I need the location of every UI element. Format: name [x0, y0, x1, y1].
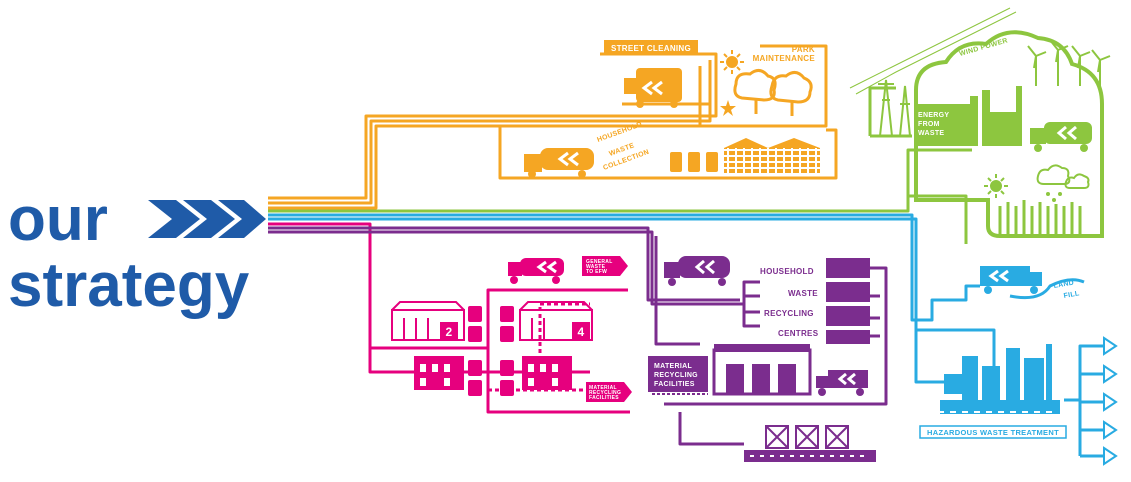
purple-truck-icon	[664, 256, 730, 286]
cloud-icon	[1036, 164, 1090, 189]
green-truck-icon	[1030, 122, 1092, 152]
orange-pipes	[268, 44, 838, 210]
park-maintenance: PARK MAINTENANCE	[720, 45, 815, 116]
energy-from-waste: WIND POWER ENERGY FROM WASTE	[849, 7, 1111, 238]
wind-power-label: WIND POWER	[959, 37, 1009, 58]
rain-icon	[1046, 192, 1062, 202]
pylon-icon	[849, 7, 1017, 137]
building-number-2: 2	[446, 325, 453, 339]
purple-pipes	[268, 226, 888, 446]
hwrc-stack	[826, 258, 870, 344]
hwrc-label-1: HOUSEHOLD	[760, 267, 814, 276]
general-label-2: WASTE	[586, 264, 606, 270]
sweeper-truck-icon	[624, 68, 682, 108]
star-icon	[720, 100, 736, 116]
crate-icon	[765, 425, 849, 449]
street-cleaning: STREET CLEANING	[604, 40, 698, 108]
efw-label-1: ENERGY	[918, 112, 949, 119]
park-label-1: PARK	[792, 45, 815, 54]
mrf-sign-label-3: FACILITIES	[589, 395, 619, 401]
title-line-1: our	[8, 185, 108, 254]
building-number-2-box	[440, 322, 458, 340]
mrf-label-1: MATERIAL	[654, 363, 692, 370]
general-waste-sign: GENERAL WASTE TO EFW	[582, 256, 628, 276]
household-waste-collection: HOUSEHOLD WASTE COLLECTION	[524, 121, 820, 178]
wind-turbine-icon	[1027, 39, 1111, 86]
efw-label-2: FROM	[918, 121, 940, 128]
output-arrows-icon	[1103, 336, 1118, 466]
hwrc-label-3: RECYCLING	[764, 309, 814, 318]
terraced-houses-left	[414, 356, 464, 390]
hazardous-label: HAZARDOUS WASTE TREATMENT	[927, 428, 1059, 437]
mrf-magenta-sign: MATERIAL RECYCLING FACILITIES	[586, 382, 632, 402]
mrf-truck-icon	[816, 370, 868, 396]
shops-left	[391, 301, 465, 341]
bin-icon	[670, 152, 718, 172]
mrf-building: MATERIAL RECYCLING FACILITIES	[648, 344, 812, 396]
efw-plant-icon: ENERGY FROM WASTE	[914, 86, 1022, 146]
landfill: LAND FILL	[980, 266, 1080, 300]
collection-truck-icon	[524, 148, 594, 178]
terraced-houses-icon	[724, 138, 820, 174]
landfill-label-1: LAND	[1053, 279, 1075, 289]
general-waste-truck	[508, 258, 564, 284]
landfill-label-2: FILL	[1063, 290, 1080, 300]
park-label-2: MAINTENANCE	[753, 54, 816, 63]
general-label-1: GENERAL	[586, 259, 613, 265]
street-cleaning-label: STREET CLEANING	[611, 44, 691, 53]
mrf-sign-label-1: MATERIAL	[589, 385, 617, 391]
terraced-houses-right	[522, 356, 572, 390]
cyan-truck-icon	[980, 266, 1042, 294]
cyan-pipes	[268, 213, 1104, 458]
sun-icon	[720, 50, 744, 74]
sun-icon	[984, 174, 1008, 198]
title-line-2: strategy	[8, 251, 250, 320]
mrf-label-2: RECYCLING	[654, 372, 698, 379]
hwrc-label-2: WASTE	[788, 289, 818, 298]
crops-icon	[998, 200, 1082, 236]
efw-label-3: WASTE	[918, 130, 944, 137]
mrf-sign-label-2: RECYCLING	[589, 390, 621, 396]
hwrc-label-4: CENTRES	[778, 329, 819, 338]
strategy-title: our strategy	[8, 185, 266, 320]
mrf-label-3: FACILITIES	[654, 381, 695, 388]
chevron-arrows-icon	[148, 200, 266, 238]
general-label-3: TO EFW	[586, 269, 607, 275]
recycle-bin-icon	[468, 306, 514, 396]
building-number-4: 4	[578, 325, 585, 339]
street-cleaning-sign	[604, 40, 698, 54]
household-collection-label-1: HOUSEHOLD	[596, 121, 643, 144]
tree-icon	[733, 69, 813, 116]
shops-right	[519, 301, 593, 341]
hazardous-waste-treatment: HAZARDOUS WASTE TREATMENT	[919, 336, 1118, 466]
conveyor-icon	[744, 450, 876, 462]
building-number-4-box	[572, 322, 590, 340]
treatment-plant-icon	[940, 344, 1060, 414]
